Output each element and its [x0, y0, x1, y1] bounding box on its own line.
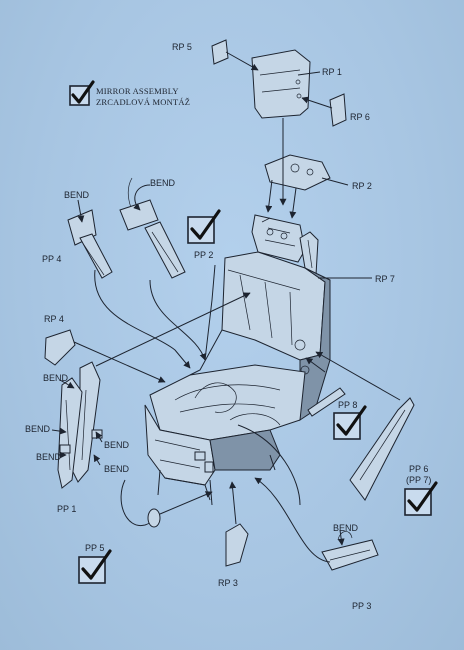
- mirror-assembly-note: MIRROR ASSEMBLY ZRCADLOVÁ MONTÁŽ: [69, 80, 190, 107]
- label-bend-belt-c: BEND: [36, 452, 62, 462]
- label-bend-belt-d: BEND: [104, 440, 130, 450]
- part-rp4: [44, 329, 76, 366]
- part-pp5: [120, 479, 161, 528]
- checkmark-icon: [71, 80, 95, 104]
- label-pp1: PP 1: [57, 504, 76, 514]
- label-rp6: RP 6: [350, 112, 370, 122]
- part-rp2: [264, 154, 331, 191]
- part-rp1: [251, 49, 311, 119]
- checkmark-icon: [81, 549, 112, 580]
- part-rp3: [225, 523, 249, 567]
- check-box-mirror: [69, 85, 90, 106]
- part-pp2: [119, 177, 186, 279]
- label-pp3: PP 3: [352, 601, 371, 611]
- check-box-pp6: [404, 481, 438, 516]
- label-pp8: PP 8: [338, 400, 357, 410]
- label-pp4: PP 4: [42, 254, 61, 264]
- label-rp3: RP 3: [218, 578, 238, 588]
- ejection-seat: [144, 214, 331, 506]
- check-box-pp8: [333, 405, 367, 440]
- part-rp6: [329, 93, 347, 127]
- note-line-1: MIRROR ASSEMBLY: [96, 86, 179, 96]
- label-rp7: RP 7: [375, 274, 395, 284]
- leader-lines: [51, 51, 401, 563]
- label-bend-belt-b: BEND: [25, 424, 51, 434]
- label-pp7: (PP 7): [406, 475, 431, 485]
- label-pp5: PP 5: [85, 543, 104, 553]
- part-labels: RP 5 RP 1 RP 6 RP 2 RP 7 RP 4 RP 3 PP 1 …: [25, 42, 431, 611]
- part-pp4: [67, 209, 113, 279]
- label-pp6: PP 6: [409, 464, 428, 474]
- label-bend-belt-e: BEND: [104, 464, 130, 474]
- label-rp1: RP 1: [322, 67, 342, 77]
- checkmark-icon: [190, 209, 221, 240]
- label-bend-pp3: BEND: [333, 523, 359, 533]
- label-rp4: RP 4: [44, 314, 64, 324]
- check-box-pp5: [78, 549, 112, 584]
- label-bend-pp2: BEND: [150, 178, 176, 188]
- part-pp8: [307, 387, 346, 417]
- label-bend-pp4: BEND: [64, 190, 90, 200]
- note-line-2: ZRCADLOVÁ MONTÁŽ: [96, 97, 190, 107]
- checkmark-icon: [407, 481, 438, 512]
- label-pp2: PP 2: [194, 250, 213, 260]
- label-rp2: RP 2: [352, 181, 372, 191]
- checkmark-icon: [336, 405, 367, 436]
- part-rp5-top: [211, 39, 229, 65]
- label-rp5-top: RP 5: [172, 42, 192, 52]
- part-pp6: [349, 397, 415, 501]
- label-bend-belt-a: BEND: [43, 373, 69, 383]
- check-box-pp2: [187, 209, 221, 244]
- part-pp3: [321, 531, 379, 571]
